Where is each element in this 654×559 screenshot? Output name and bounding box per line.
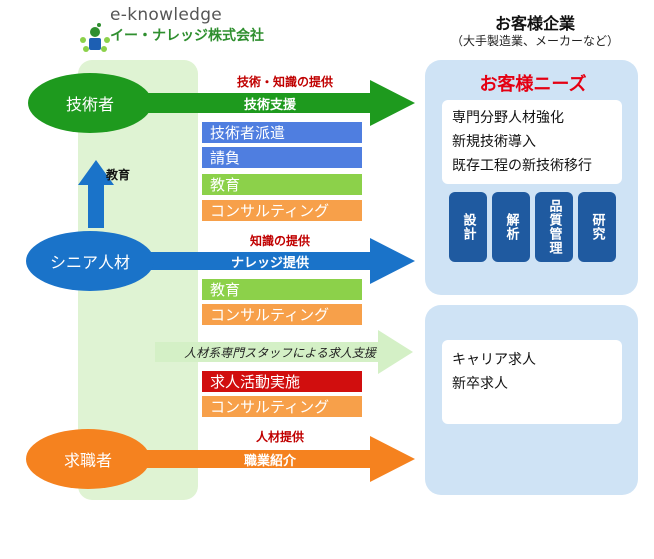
needs-list: 専門分野人材強化 新規技術導入 既存工程の新技術移行	[442, 100, 622, 184]
support-service-consulting: コンサルティング	[202, 396, 362, 417]
recruit-item: キャリア求人	[452, 352, 536, 368]
service-contract: 請負	[202, 147, 362, 168]
senior-arrow	[110, 238, 415, 284]
pill-quality: 品質管理	[535, 192, 573, 262]
pill-design: 設計	[449, 192, 487, 262]
needs-item: 専門分野人材強化	[452, 110, 564, 126]
senior-label: シニア人材	[49, 253, 130, 272]
pill-research: 研究	[578, 192, 616, 262]
senior-provide-label: 知識の提供	[249, 233, 310, 248]
senior-ellipse	[26, 231, 154, 291]
client-title: お客様企業	[494, 14, 575, 33]
engineer-arrow-label: 技術支援	[243, 97, 296, 113]
engineer-ellipse	[28, 73, 152, 133]
support-service-recruiting: 求人活動実施	[202, 371, 362, 392]
engineer-label: 技術者	[65, 95, 114, 114]
engineer-arrow	[110, 80, 415, 126]
engineer-provide-label: 技術・知識の提供	[236, 74, 333, 89]
client-subtitle: （大手製造業、メーカーなど）	[450, 34, 619, 48]
needs-item: 新規技術導入	[452, 134, 536, 150]
senior-service-consulting: コンサルティング	[202, 304, 362, 325]
senior-arrow-label: ナレッジ提供	[230, 255, 309, 271]
support-arrow	[155, 330, 413, 374]
education-up-arrow	[78, 160, 114, 228]
education-label: 教育	[106, 168, 131, 182]
recruit-list: キャリア求人 新卒求人	[442, 340, 622, 424]
recruit-item: 新卒求人	[452, 376, 508, 392]
needs-item: 既存工程の新技術移行	[452, 158, 592, 174]
senior-service-education: 教育	[202, 279, 362, 300]
seeker-arrow-label: 職業紹介	[243, 453, 296, 469]
service-dispatch: 技術者派遣	[202, 122, 362, 143]
service-consulting: コンサルティング	[202, 200, 362, 221]
service-education: 教育	[202, 174, 362, 195]
logo-company: イー・ナレッジ株式会社	[110, 28, 264, 44]
logo-name: e-knowledge	[110, 5, 223, 25]
seeker-ellipse	[26, 429, 150, 489]
seeker-label: 求職者	[63, 451, 112, 470]
needs-title: お客様ニーズ	[479, 74, 587, 95]
logo-icon	[80, 23, 110, 52]
seeker-arrow	[110, 436, 415, 482]
pill-analysis: 解析	[492, 192, 530, 262]
support-arrow-label: 人材系専門スタッフによる求人支援	[184, 345, 376, 360]
seeker-provide-label: 人材提供	[255, 429, 304, 444]
